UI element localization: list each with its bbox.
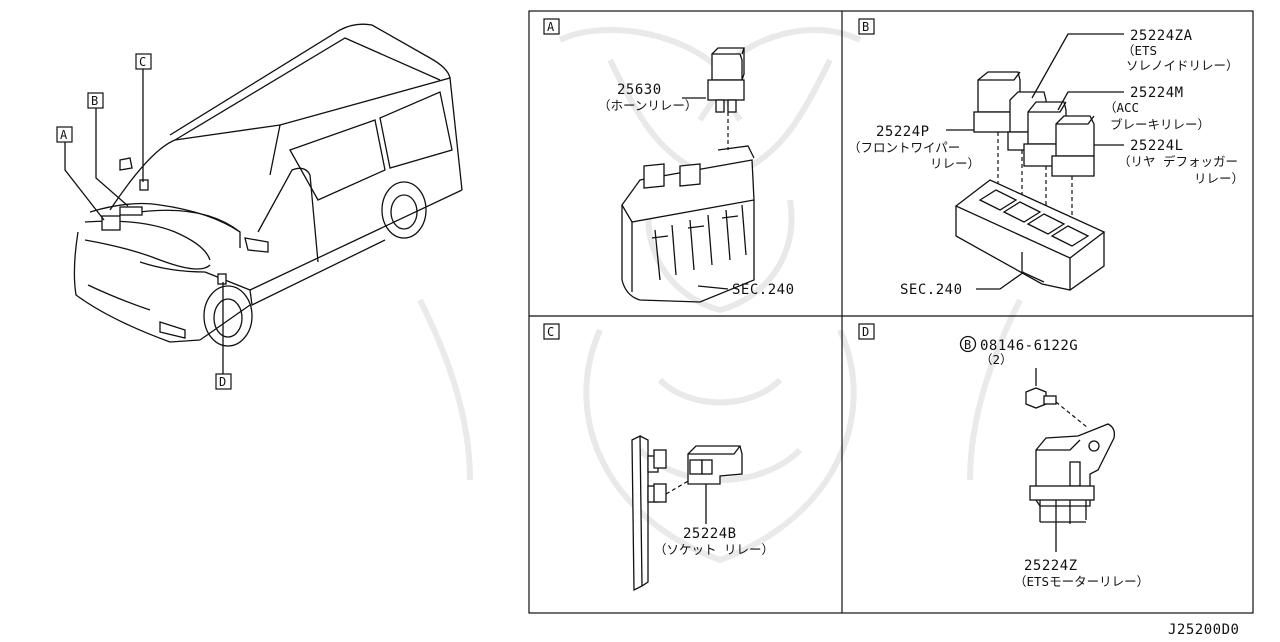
horn-relay-drawing <box>707 47 745 150</box>
panel-c-part-name: （ソケット リレー） <box>654 542 774 557</box>
callout-b: B <box>87 92 129 207</box>
relay-group-drawing <box>973 71 1095 222</box>
bolt-reference: B 08146-6122G （2） <box>959 335 1078 386</box>
callout-a-letter: A <box>60 128 68 142</box>
callout-c-letter: C <box>139 55 146 69</box>
panel-a-part-name: （ホーンリレー） <box>598 98 697 113</box>
bolt-qty: （2） <box>980 352 1013 367</box>
part-25224p-name-2: リレー） <box>930 156 980 171</box>
panel-a-section-ref: SEC.240 <box>732 282 795 298</box>
part-25224za-name-2: ソレノイドリレー） <box>1126 58 1239 73</box>
part-25224p-name-1: （フロントワイパー <box>848 140 960 155</box>
part-25224p-number: 25224P <box>876 124 930 140</box>
bolt-number: 08146-6122G <box>980 338 1078 354</box>
part-25224l-name-2: リレー） <box>1194 171 1244 186</box>
callout-d-letter: D <box>219 375 226 389</box>
part-25224l-name-1: （リヤ デフォッガー <box>1118 154 1238 169</box>
panel-b-letter: B <box>862 20 869 34</box>
part-25224m-name-2: ブレーキリレー） <box>1110 117 1210 132</box>
part-25224m-name-1: （ACC <box>1104 100 1139 115</box>
fuse-block-drawing <box>621 145 755 303</box>
panel-c-part-number: 25224B <box>683 526 737 542</box>
panel-a-letter: A <box>547 20 555 34</box>
panel-c: C 25224B （ソケット リレー） <box>543 323 774 592</box>
part-25224l-number: 25224L <box>1130 138 1184 154</box>
callout-c: C <box>135 53 152 182</box>
panel-d-part-number: 25224Z <box>1024 558 1078 574</box>
panel-b: B 25224ZA （ETS ソレノイドリレー） <box>848 18 1244 298</box>
vehicle-illustration <box>73 23 463 347</box>
panel-c-letter: C <box>547 325 554 339</box>
part-25224m-number: 25224M <box>1130 85 1184 101</box>
diagram-code: J25200D0 <box>1168 622 1239 638</box>
part-25224za-name-1: （ETS <box>1122 43 1157 58</box>
callout-d: D <box>215 282 232 390</box>
bolt-drawing <box>1025 387 1089 429</box>
callout-b-letter: B <box>91 94 98 108</box>
relay-socket-drawing <box>631 434 743 592</box>
panel-a-part-number: 25630 <box>617 82 662 98</box>
panel-a: A 25630 （ホーンリレー） SEC.240 <box>543 18 795 303</box>
callout-a: A <box>56 126 105 221</box>
junction-block-drawing <box>954 179 1106 291</box>
panel-frame <box>528 10 1254 614</box>
panel-b-section-ref: SEC.240 <box>900 282 963 298</box>
panel-d-part-name: （ETSモーターリレー） <box>1014 574 1149 589</box>
bolt-circle-letter: B <box>964 338 971 352</box>
part-25224za-number: 25224ZA <box>1130 28 1193 44</box>
ets-motor-relay-drawing <box>1029 423 1116 552</box>
panel-d-letter: D <box>862 325 869 339</box>
panel-d: D B 08146-6122G （2） 25224Z （ETSモーターリレー） <box>858 323 1149 589</box>
